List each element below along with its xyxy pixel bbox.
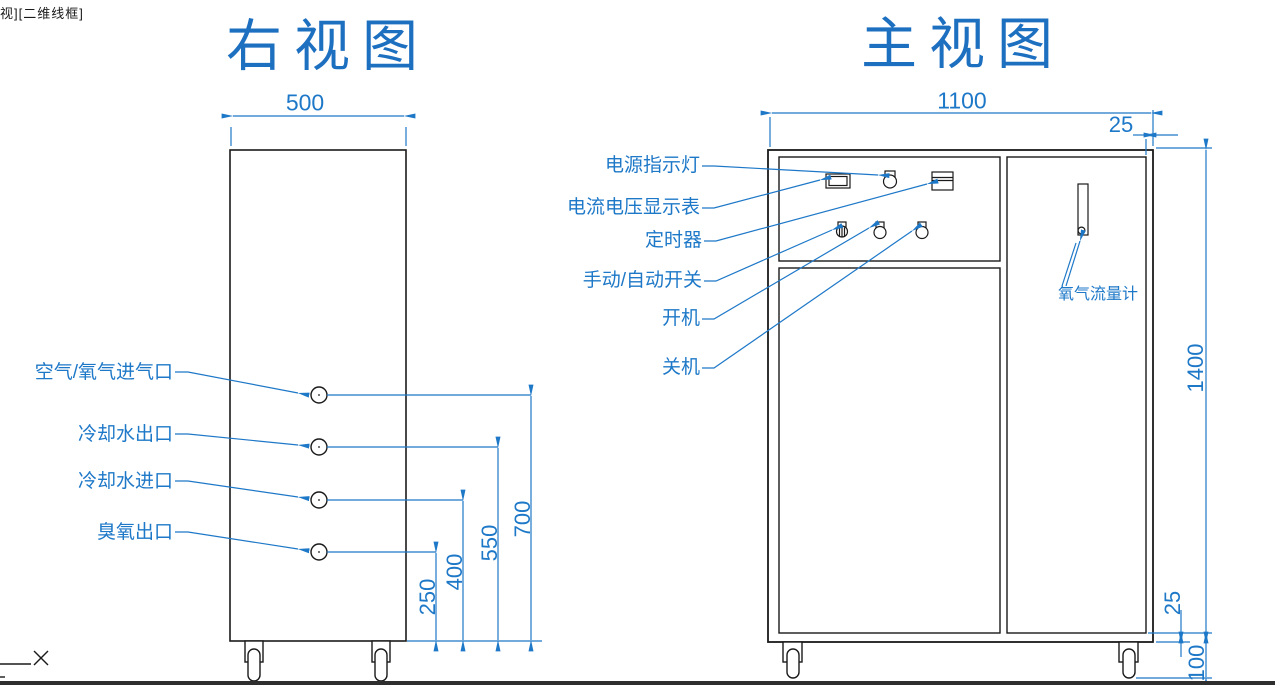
dim-500: 500 — [285, 89, 325, 116]
caster-wheel — [786, 648, 800, 679]
drawing-bottom-border — [0, 681, 1275, 685]
label-power-off: 关机 — [661, 357, 700, 378]
right-door-panel — [1006, 156, 1147, 634]
power-off-button-icon — [915, 221, 929, 240]
front-view-title: 主视图 — [861, 12, 1065, 78]
leader-current-voltage-meter — [702, 174, 832, 209]
dim-700: 700 — [510, 500, 535, 538]
dim-250: 250 — [415, 578, 440, 616]
leader-power-on — [702, 220, 881, 320]
label-cooling-water-inlet: 冷却水进口 — [77, 471, 173, 492]
leader-oxygen-flow-meter — [1065, 229, 1086, 287]
leader-manual-auto-switch — [704, 223, 844, 282]
left-door-panel — [778, 267, 1001, 634]
label-ozone-outlet: 臭氧出口 — [96, 522, 173, 543]
ucs-axis-icon — [0, 650, 49, 678]
power-indicator-light-icon — [882, 170, 898, 189]
label-timer: 定时器 — [644, 230, 702, 251]
right-view-casters — [244, 640, 391, 682]
dim-100: 100 — [1184, 644, 1209, 682]
dim-400: 400 — [442, 553, 467, 591]
caster-wheel — [1122, 648, 1136, 679]
label-cooling-water-outlet: 冷却水出口 — [77, 424, 173, 445]
leader-cooling-water-inlet — [175, 480, 310, 502]
dim-25-top: 25 — [1108, 112, 1134, 137]
leader-ozone-outlet — [175, 531, 310, 554]
leader-cooling-water-outlet — [175, 433, 310, 449]
label-manual-auto-switch: 手动/自动开关 — [582, 270, 702, 291]
leader-power-indicator — [702, 165, 890, 179]
timer-icon — [931, 171, 954, 191]
label-power-on: 开机 — [661, 308, 700, 329]
label-current-voltage-meter: 电流电压显示表 — [566, 197, 700, 218]
dim-1100: 1100 — [937, 87, 987, 114]
front-view-dimensions — [702, 110, 1212, 685]
dim-25-bottom: 25 — [1160, 590, 1185, 616]
caster-wheel — [247, 648, 261, 682]
control-panel — [778, 156, 1001, 262]
viewport-label: 视][二维线框] — [0, 6, 84, 21]
dim-550: 550 — [477, 524, 502, 562]
dim-1400: 1400 — [1183, 343, 1208, 393]
label-air-oxygen-inlet: 空气/氧气进气口 — [34, 362, 173, 383]
leader-power-off — [702, 222, 923, 369]
front-view-panels — [778, 156, 1147, 634]
label-oxygen-flow-meter: 氧气流量计 — [1058, 286, 1139, 303]
manual-auto-switch-icon — [835, 221, 849, 238]
oxygen-flow-meter-icon — [1077, 183, 1089, 236]
front-view-casters — [782, 641, 1139, 679]
front-view-cabinet-outline — [767, 149, 1154, 643]
right-view-dimensions — [175, 113, 542, 652]
right-view-title: 右视图 — [226, 14, 430, 80]
leader-air-oxygen-inlet — [175, 371, 310, 398]
leader-timer — [704, 178, 939, 242]
current-voltage-meter-icon — [825, 173, 851, 189]
caster-wheel — [374, 648, 388, 682]
power-on-button-icon — [873, 221, 887, 240]
label-power-indicator: 电源指示灯 — [604, 155, 700, 176]
